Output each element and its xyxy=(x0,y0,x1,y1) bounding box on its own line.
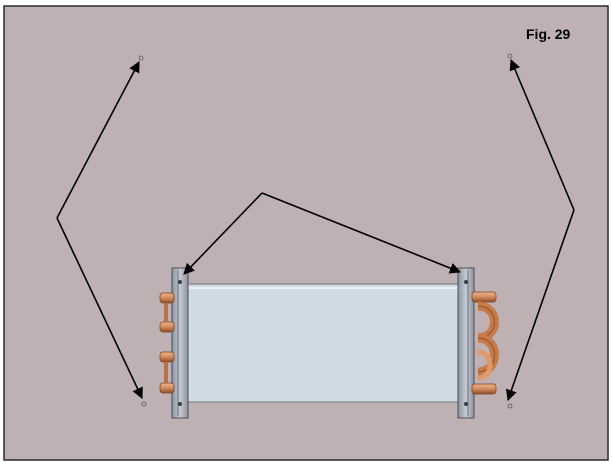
screw-hole xyxy=(178,280,182,284)
copper-tube-icon xyxy=(159,321,175,333)
copper-tube-icon xyxy=(159,292,175,304)
arrow-icon xyxy=(261,192,462,274)
copper-tube-icon xyxy=(159,351,175,363)
right-copper-tubes xyxy=(471,291,499,395)
left-copper-tubes xyxy=(159,292,175,394)
screw-hole xyxy=(464,280,468,284)
left-end-plate xyxy=(171,267,189,419)
heat-exchanger-coil xyxy=(159,267,499,419)
target-point xyxy=(507,403,513,409)
figure-label: Fig. 29 xyxy=(526,26,571,42)
target-point xyxy=(507,53,513,59)
arrow-icon xyxy=(183,192,263,275)
arrows xyxy=(56,53,575,409)
arrow-icon xyxy=(509,58,575,211)
arrow-icon xyxy=(56,61,140,219)
coil-body xyxy=(187,283,459,403)
copper-tube-icon xyxy=(159,382,175,394)
arrow-icon xyxy=(506,209,575,402)
screw-hole xyxy=(178,402,182,406)
target-point xyxy=(138,55,144,61)
arrow-icon xyxy=(56,217,143,400)
copper-tube-icon xyxy=(471,383,497,395)
screw-hole xyxy=(464,402,468,406)
right-end-plate xyxy=(457,267,475,419)
copper-tube-icon xyxy=(471,291,497,303)
target-point xyxy=(141,401,147,407)
